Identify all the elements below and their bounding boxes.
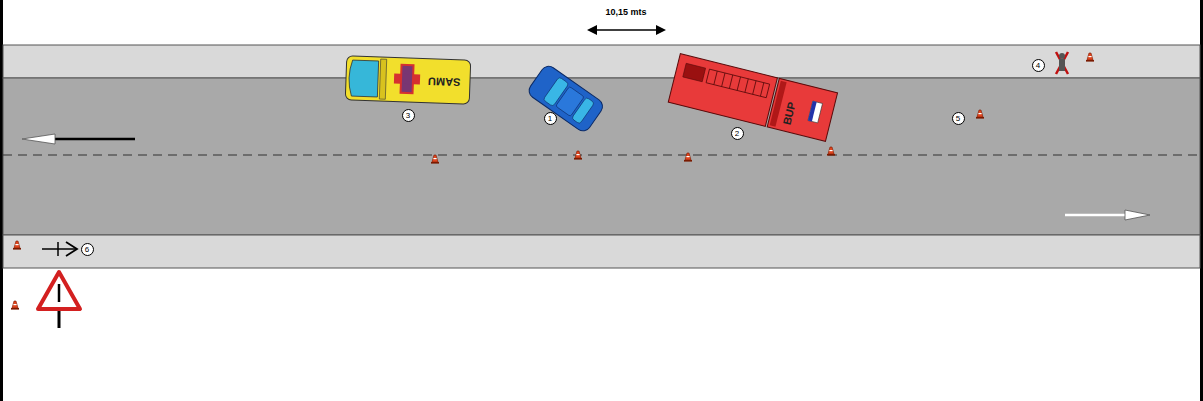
dimension-label: 10,15 mts [605, 8, 646, 17]
callout-number: 6 [81, 243, 94, 256]
callout-number: 2 [731, 127, 744, 140]
callout-number: 1 [544, 112, 557, 125]
vehicle-text: SAMU [428, 75, 461, 87]
callout-number: 3 [402, 109, 415, 122]
callout-number: 4 [1032, 59, 1045, 72]
callout-number: 5 [952, 112, 965, 125]
